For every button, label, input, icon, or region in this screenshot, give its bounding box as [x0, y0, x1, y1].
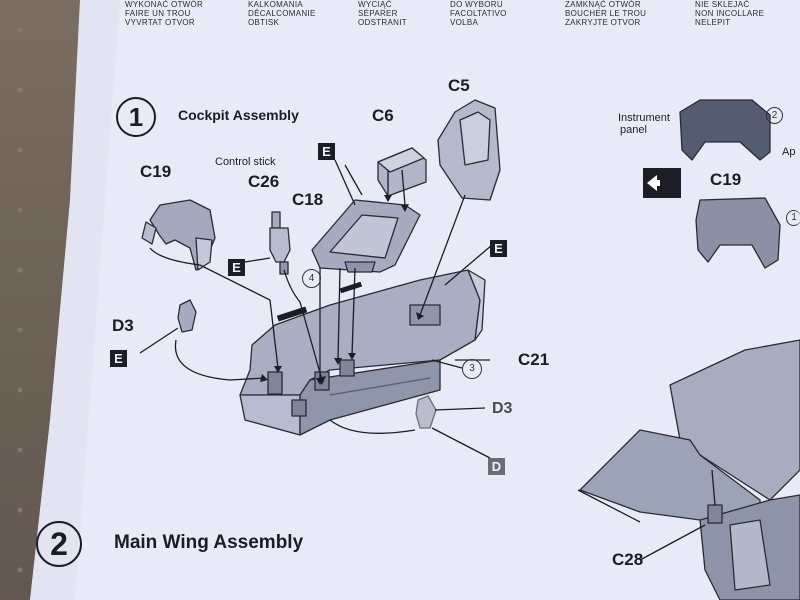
- label-c18: C18: [292, 190, 324, 209]
- step-1-title: Cockpit Assembly: [178, 107, 299, 123]
- label-c26: C26: [248, 172, 280, 191]
- marker-e-c5: E: [490, 240, 507, 257]
- marker-e-c26: E: [228, 259, 245, 276]
- marker-e-c6: E: [318, 143, 335, 160]
- c21-cockpit-tub: [239, 269, 486, 436]
- direction-arrows-icon: [643, 168, 681, 198]
- label-d3-left: D3: [112, 316, 134, 335]
- sub-step-4-parts: [276, 281, 363, 322]
- label-d3-right: D3: [492, 400, 513, 417]
- label-c19: C19: [140, 162, 172, 181]
- sub-step-2: 2: [766, 107, 783, 124]
- label-c6: C6: [372, 106, 394, 125]
- label-instrument-panel: Instrument panel: [618, 112, 670, 136]
- step-2-number: 2: [36, 521, 82, 567]
- label-c21: C21: [518, 350, 550, 369]
- d3-part-left: [177, 299, 197, 333]
- c19-panel-left: [141, 199, 216, 271]
- label-control-stick: Control stick: [215, 156, 276, 168]
- c19-panel-right: [679, 99, 781, 269]
- marker-e-d3: E: [110, 350, 127, 367]
- label-c28: C28: [612, 550, 644, 569]
- sub-step-1: 1: [786, 210, 800, 226]
- step-1-number: 1: [116, 97, 156, 137]
- c5-seat-back: [437, 99, 501, 201]
- label-c19-right: C19: [710, 170, 742, 189]
- d3-part-right: [415, 395, 437, 429]
- label-ap: Ap: [782, 146, 796, 158]
- c18-seat: [311, 199, 421, 273]
- sub-step-3: 3: [462, 359, 482, 379]
- step-2-title: Main Wing Assembly: [114, 532, 304, 553]
- label-c5: C5: [448, 76, 470, 95]
- marker-d: D: [488, 458, 505, 475]
- sub-step-4: 4: [302, 269, 321, 288]
- c26-control-stick: [269, 211, 291, 275]
